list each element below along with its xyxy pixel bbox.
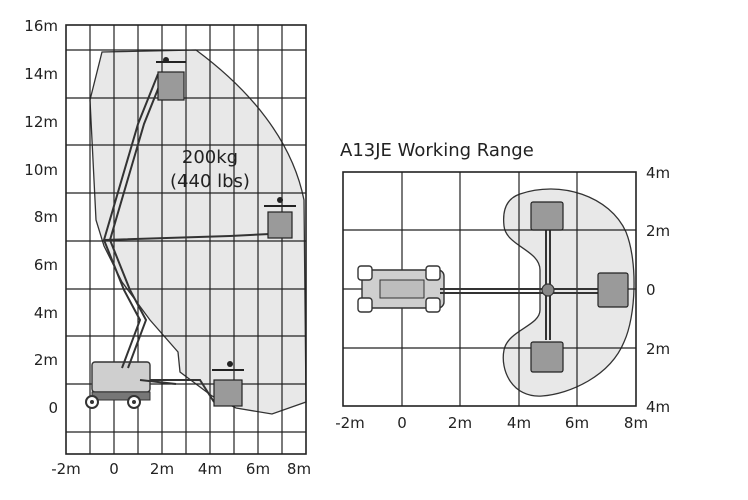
top-x-tick: 4m bbox=[507, 414, 531, 432]
capacity-lbs: (440 lbs) bbox=[170, 171, 250, 192]
side-view-chart: 200kg (440 lbs) 16m 14m 12m 10m 8m 6m 4m… bbox=[24, 17, 311, 478]
top-platform-down bbox=[530, 341, 564, 373]
top-platform-up bbox=[530, 201, 564, 231]
side-platform-top bbox=[157, 71, 185, 101]
capacity-kg: 200kg bbox=[182, 147, 238, 168]
side-boom-low bbox=[150, 361, 244, 407]
side-y-tick: 10m bbox=[24, 161, 58, 179]
side-x-tick: 8m bbox=[287, 460, 311, 478]
top-x-tick: -2m bbox=[335, 414, 365, 432]
top-x-tick: 6m bbox=[565, 414, 589, 432]
side-frame bbox=[65, 24, 307, 455]
side-x-tick: 4m bbox=[198, 460, 222, 478]
side-y-tick: 4m bbox=[34, 304, 58, 322]
side-y-tick: 16m bbox=[24, 17, 58, 35]
top-x-tick: 2m bbox=[448, 414, 472, 432]
side-machine-base bbox=[85, 361, 177, 409]
side-working-envelope bbox=[89, 49, 307, 415]
side-y-tick: 8m bbox=[34, 208, 58, 226]
side-platform-side bbox=[267, 211, 293, 239]
side-x-tick: 6m bbox=[246, 460, 270, 478]
top-x-tick: 8m bbox=[624, 414, 648, 432]
side-y-tick: 14m bbox=[24, 65, 58, 83]
top-y-tick: 0 bbox=[646, 281, 656, 299]
top-frame bbox=[342, 171, 637, 407]
top-platform-right bbox=[597, 272, 629, 308]
side-y-tick: 2m bbox=[34, 351, 58, 369]
top-x-tick: 0 bbox=[397, 414, 407, 432]
top-y-tick: 2m bbox=[646, 340, 670, 358]
top-y-tick: 2m bbox=[646, 222, 670, 240]
side-boom-side bbox=[103, 197, 296, 241]
top-view-title: A13JE Working Range bbox=[340, 140, 534, 161]
side-x-tick: 2m bbox=[150, 460, 174, 478]
top-y-tick: 4m bbox=[646, 398, 670, 416]
top-boom-arms bbox=[440, 228, 600, 340]
side-x-tick: -2m bbox=[51, 460, 81, 478]
side-y-tick: 0 bbox=[48, 399, 58, 417]
top-machine-chassis bbox=[357, 265, 445, 313]
top-y-tick: 4m bbox=[646, 164, 670, 182]
side-y-tick: 6m bbox=[34, 256, 58, 274]
top-view-chart: A13JE Working Range bbox=[335, 140, 670, 432]
side-x-tick: 0 bbox=[109, 460, 119, 478]
side-platform-low bbox=[213, 379, 243, 407]
side-boom-top bbox=[102, 57, 186, 369]
side-y-tick: 12m bbox=[24, 113, 58, 131]
